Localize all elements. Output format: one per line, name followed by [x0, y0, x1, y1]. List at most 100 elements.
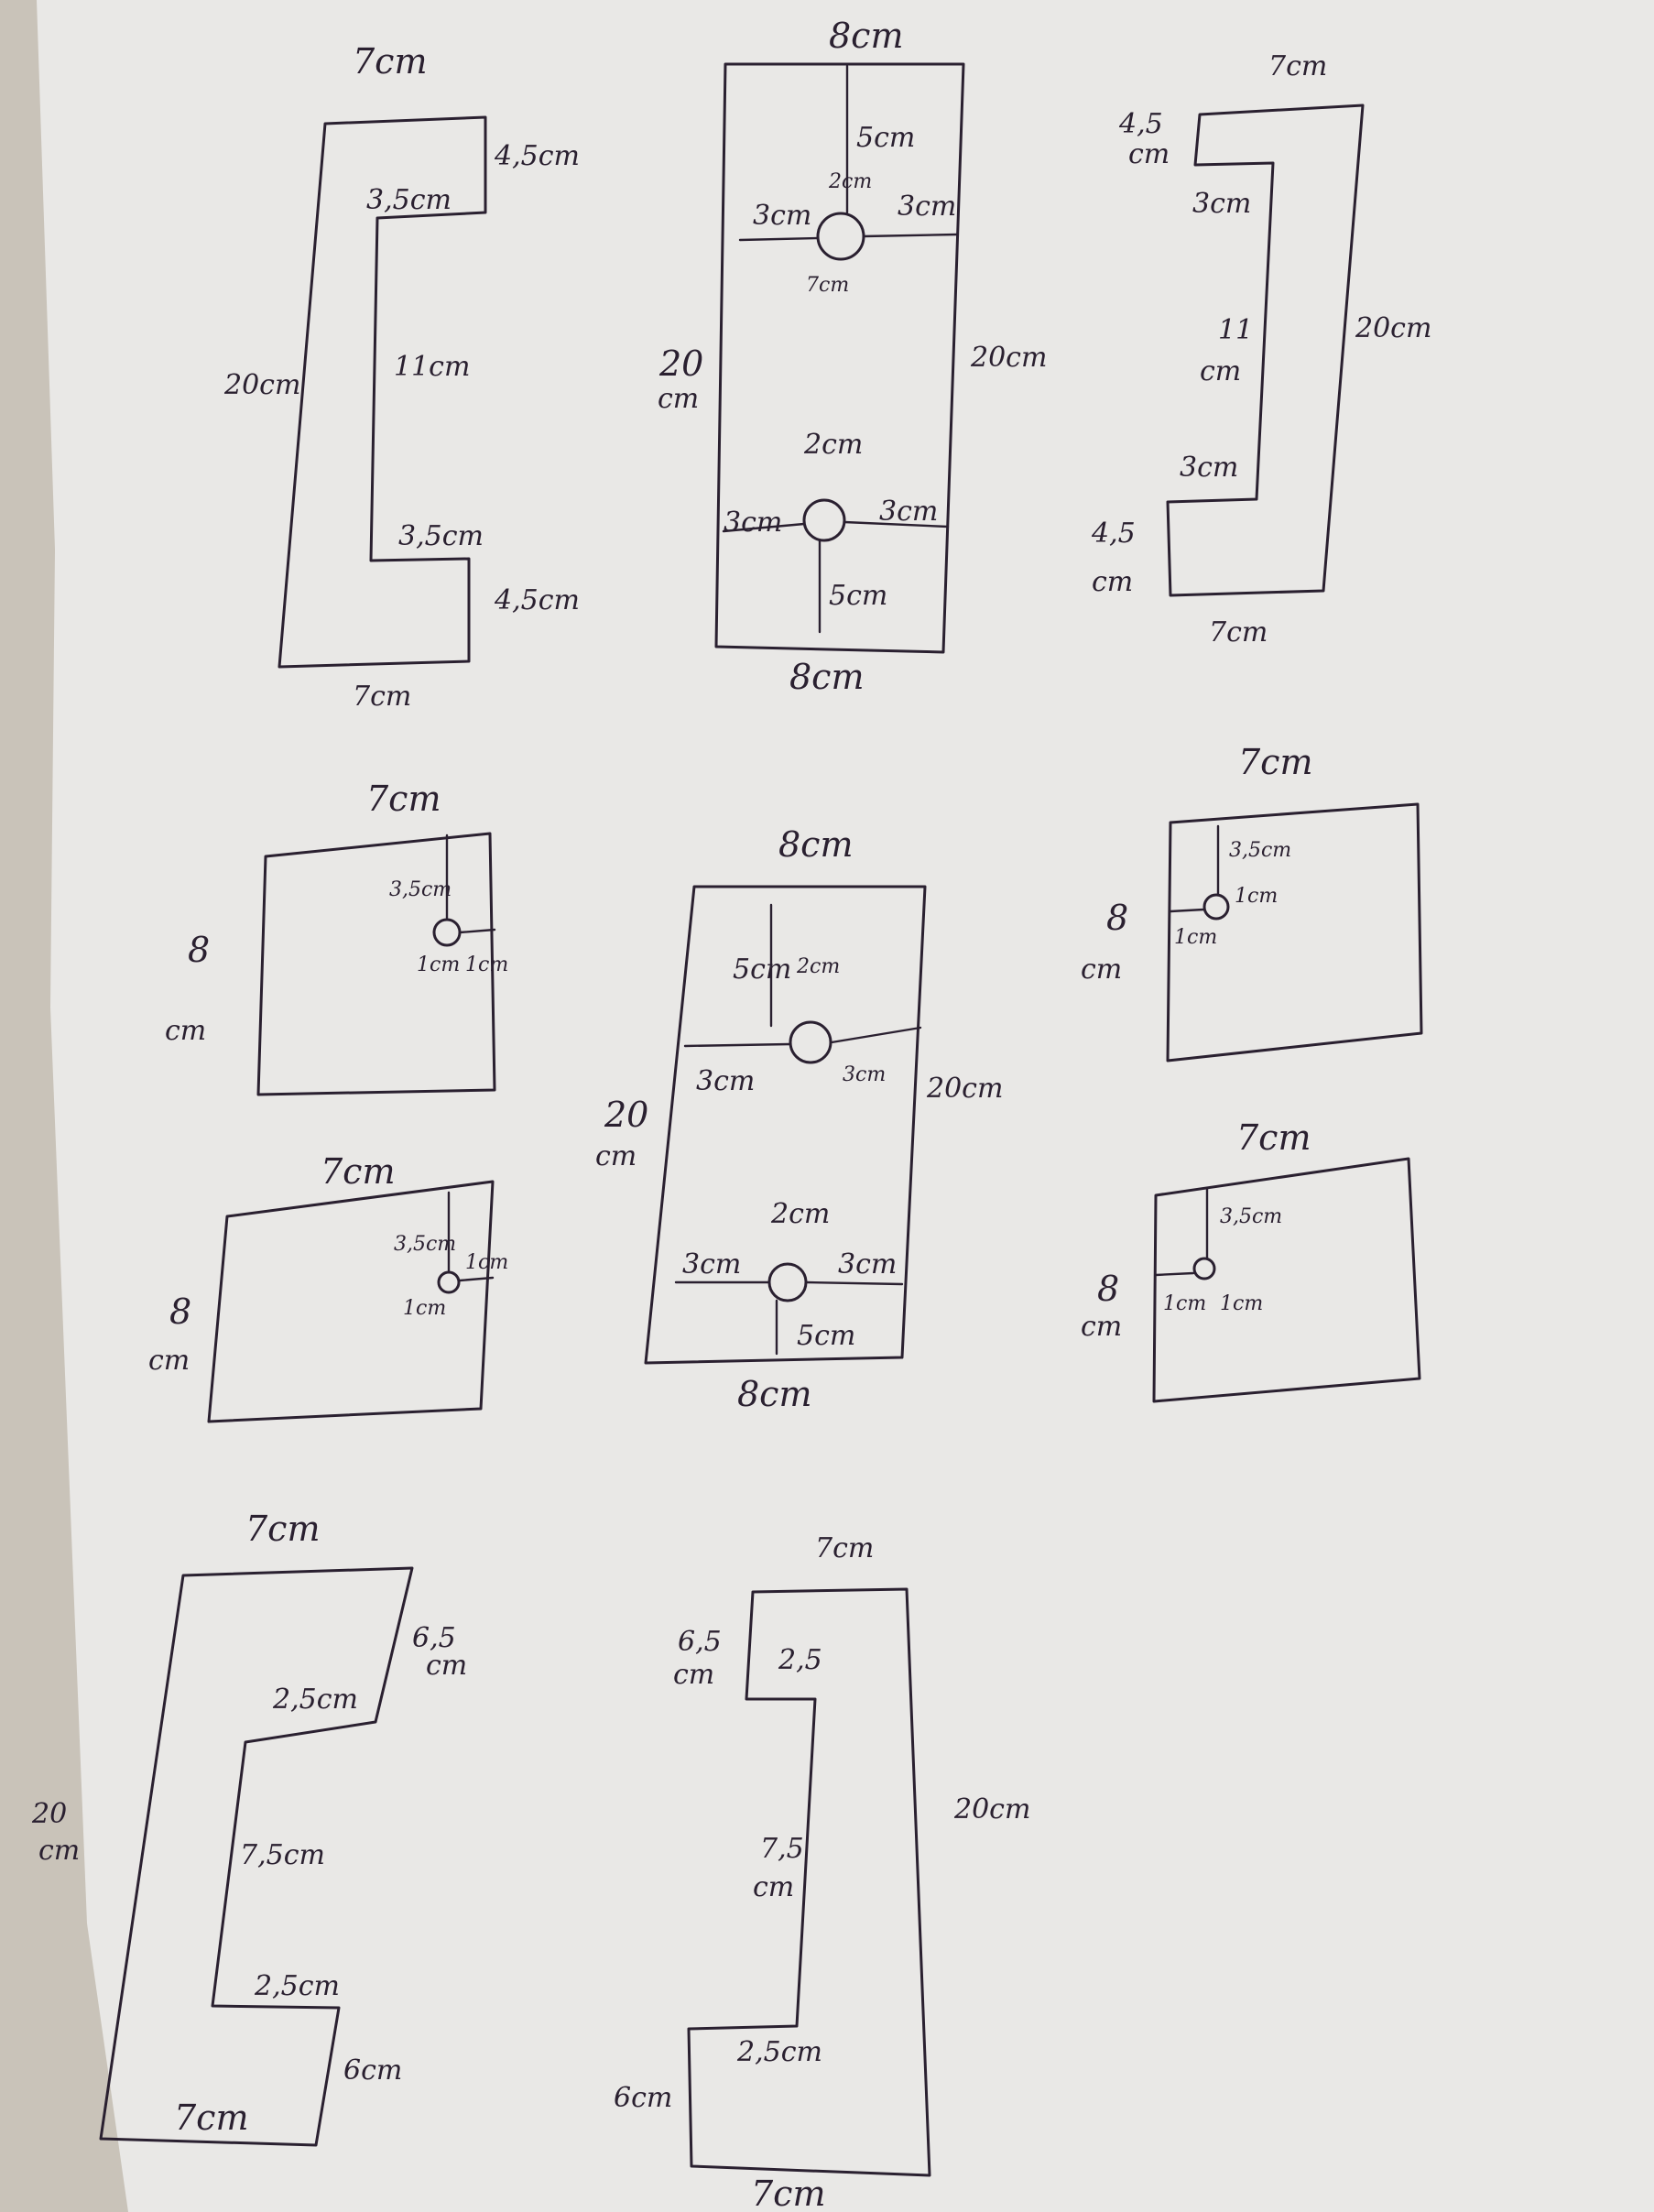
label: 8 [1106, 898, 1128, 938]
label: cm [1128, 138, 1170, 170]
hole [1202, 893, 1230, 921]
label: 2,5cm [254, 1970, 340, 2002]
label: cm [38, 1835, 80, 1867]
hole [1192, 1257, 1216, 1280]
shape-rect-left-upper: 7cm 3,5cm 8 cm 1cm 1cm [165, 779, 508, 1096]
label: cm [1092, 566, 1133, 598]
label: 4,5cm [494, 584, 580, 616]
label: 6,5 [678, 1626, 722, 1658]
label: 3cm [724, 507, 782, 539]
label: 1cm [465, 953, 508, 976]
shape-rect-left-lower: 7cm 3,5cm 1cm 1cm 8 cm [148, 1151, 508, 1423]
label: 7cm [1238, 742, 1313, 782]
label: 5cm [733, 953, 791, 986]
shape-c-right: 7cm 4,5 cm 3cm 11 cm 20cm 3cm 4,5 cm 7cm [1091, 50, 1431, 648]
label: 3cm [753, 200, 811, 232]
label: 7cm [366, 779, 441, 819]
label: 3,5cm [1229, 839, 1291, 862]
label: 7cm [1268, 50, 1327, 82]
label: cm [1081, 953, 1122, 986]
label: 5cm [797, 1320, 855, 1352]
label: 1cm [465, 1251, 508, 1274]
label: 3cm [682, 1248, 741, 1280]
shape-tall-two-holes: 8cm 5cm 2cm 3cm 3cm 7cm 20 cm 20cm 2cm 3… [658, 16, 1047, 697]
label: 3,5cm [366, 184, 452, 216]
label: 8 [1097, 1269, 1119, 1309]
shape-c-left: 7cm 3,5cm 4,5cm 20cm 11cm 3,5cm 4,5cm 7c… [223, 41, 580, 713]
label: 20 [658, 343, 703, 384]
label: 3cm [1192, 188, 1251, 220]
label: cm [673, 1659, 714, 1691]
label: cm [165, 1015, 206, 1047]
paper [37, 0, 1654, 2212]
label: 3cm [879, 496, 938, 528]
label: cm [426, 1650, 467, 1682]
label: 7cm [353, 681, 411, 713]
label: 3cm [838, 1248, 897, 1280]
label: 3cm [843, 1063, 886, 1086]
label: 2,5 [778, 1644, 822, 1676]
label: 2,5cm [272, 1684, 358, 1716]
label: 7cm [321, 1151, 396, 1192]
label: 1cm [403, 1297, 446, 1320]
label: 8cm [829, 16, 904, 56]
label: 4,5cm [494, 140, 580, 172]
label: cm [148, 1345, 190, 1377]
label: 7cm [353, 41, 428, 82]
label: 7cm [245, 1509, 321, 1549]
label: cm [595, 1140, 637, 1172]
label: 1cm [1235, 885, 1278, 908]
label: 7cm [174, 2098, 249, 2138]
label: 7cm [815, 1532, 874, 1564]
label: 7cm [1209, 616, 1268, 648]
label: cm [1081, 1311, 1122, 1343]
label: 8cm [789, 657, 865, 697]
label: 3,5cm [394, 1233, 456, 1256]
label: 2,5cm [736, 2036, 822, 2068]
label: 11 [1218, 314, 1253, 346]
label: 4,5 [1118, 108, 1163, 140]
label: 8 [188, 930, 210, 970]
label: 7,5cm [240, 1839, 325, 1871]
label: 20cm [1355, 312, 1431, 344]
label: 6cm [343, 2054, 402, 2087]
label: 4,5 [1091, 518, 1136, 550]
label: 20 [31, 1798, 67, 1830]
label: 8 [169, 1291, 191, 1332]
label: 7cm [751, 2174, 826, 2212]
label: 8cm [778, 824, 854, 865]
label: 20cm [953, 1793, 1030, 1825]
label: 20 [604, 1095, 648, 1135]
shape-l-middle: 7cm 6,5 cm 2,5 20cm 7,5 cm 2,5cm 6cm 7cm [614, 1532, 1030, 2212]
label: 5cm [856, 122, 915, 154]
label: 7cm [806, 274, 849, 297]
label: 1cm [417, 953, 460, 976]
label: 2cm [828, 170, 872, 193]
label: 3cm [696, 1065, 755, 1097]
label: cm [753, 1871, 794, 1903]
label: 5cm [829, 580, 887, 612]
label: 3cm [1180, 452, 1238, 484]
label: 1cm [1163, 1292, 1206, 1315]
label: 2cm [770, 1198, 830, 1230]
label: 20cm [223, 369, 300, 401]
label: 8cm [737, 1374, 812, 1414]
label: 7,5 [760, 1833, 804, 1865]
label: 1cm [1220, 1292, 1263, 1315]
label: 3,5cm [398, 520, 484, 552]
label: cm [658, 383, 699, 415]
label: 1cm [1174, 926, 1217, 949]
label: 6cm [614, 2082, 672, 2114]
label: 20cm [970, 342, 1047, 374]
shape-tall-middle: 8cm 5cm 2cm 3cm 3cm 20 cm 20cm 2cm 3cm 3… [595, 824, 1003, 1414]
shape-l-left: 7cm 6,5 cm 2,5cm 20 cm 7,5cm 2,5cm 6cm 7… [31, 1509, 467, 2147]
label: 20cm [926, 1073, 1003, 1105]
label: 2cm [803, 429, 863, 461]
label: 3,5cm [1220, 1205, 1282, 1228]
hole [802, 498, 846, 542]
label: 11cm [394, 351, 470, 383]
shape-rect-right-upper: 7cm 3,5cm 1cm 1cm 8 cm [1081, 742, 1423, 1062]
label: 2cm [796, 955, 840, 978]
